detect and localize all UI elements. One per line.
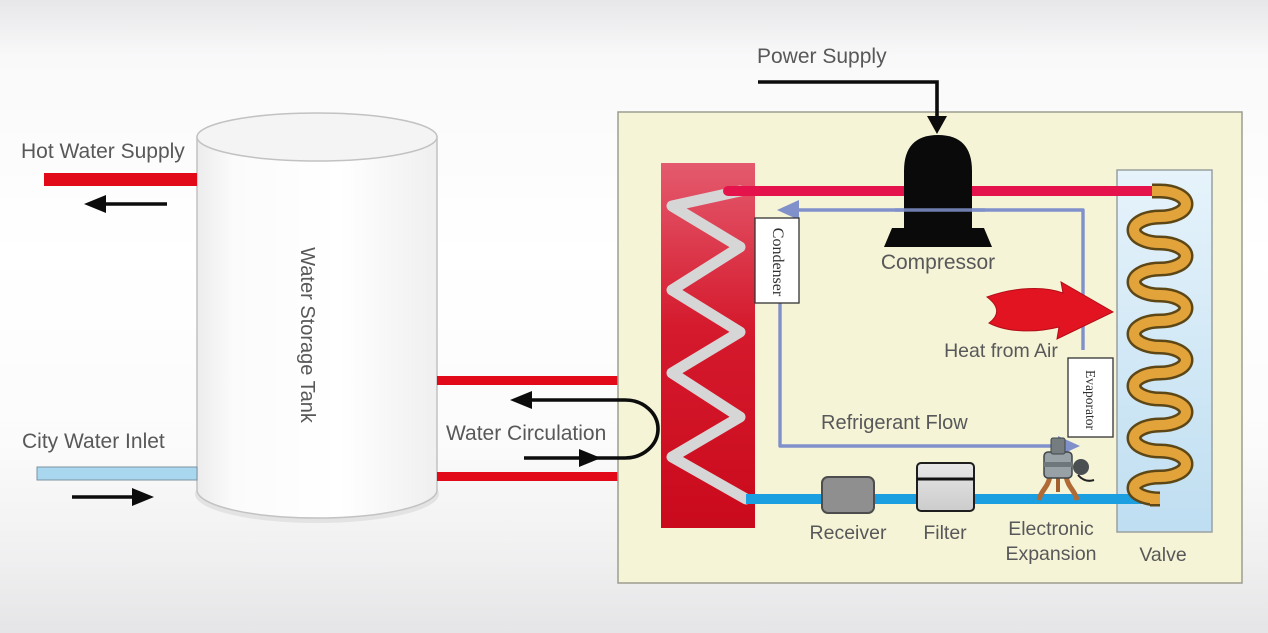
compressor-base: [884, 228, 992, 247]
power-supply-arrow-line: [758, 80, 939, 122]
compressor-body: [904, 135, 972, 229]
tank-top: [196, 112, 438, 162]
city-water-arrow-head: [132, 488, 154, 506]
refrigerant-flow-arrow-left: [777, 200, 799, 220]
circulation-arrow-head-left: [510, 391, 532, 409]
evaporator-label-box: [1067, 357, 1114, 438]
condenser-label: Condenser: [769, 227, 786, 297]
expansion-valve-icon: [1036, 437, 1095, 501]
heat-from-air-arrow: [985, 281, 1115, 340]
refrigerant-flow-label: Refrigerant Flow: [821, 412, 968, 434]
electronic-expansion-label: Electronic Expansion: [1005, 518, 1097, 565]
hot-water-arrow-head: [84, 195, 106, 213]
circulation-pipe-top: [437, 376, 619, 385]
circulation-arrow-head-right: [579, 449, 601, 467]
city-water-inlet-label: City Water Inlet: [22, 430, 165, 453]
condenser-coil-zigzag: [666, 185, 752, 505]
power-supply-label: Power Supply: [757, 45, 887, 68]
receiver-label: Receiver: [809, 522, 887, 544]
city-water-pipe: [36, 466, 198, 481]
hot-water-supply-label: Hot Water Supply: [21, 140, 185, 163]
power-supply-arrow-head: [927, 116, 947, 134]
condenser-label-box: [754, 217, 800, 304]
valve-label: Valve: [1139, 544, 1187, 566]
evaporator-label: Evaporator: [1083, 370, 1098, 430]
water-circulation-label: Water Circulation: [446, 422, 607, 445]
filter-box: [916, 462, 975, 512]
circulation-uturn-arrow: [522, 398, 660, 460]
tank-body: [196, 136, 438, 519]
water-storage-tank-label: Water Storage Tank: [296, 247, 318, 423]
evaporator-coil: [1129, 186, 1191, 504]
heat-from-air-label: Heat from Air: [944, 340, 1058, 362]
circulation-pipe-bottom: [437, 472, 619, 481]
hot-water-pipe: [44, 173, 197, 186]
receiver-box: [821, 476, 875, 514]
refrigerant-flow-line-bottom: [778, 240, 1062, 448]
compressor-label: Compressor: [880, 251, 996, 274]
filter-label: Filter: [923, 522, 967, 544]
